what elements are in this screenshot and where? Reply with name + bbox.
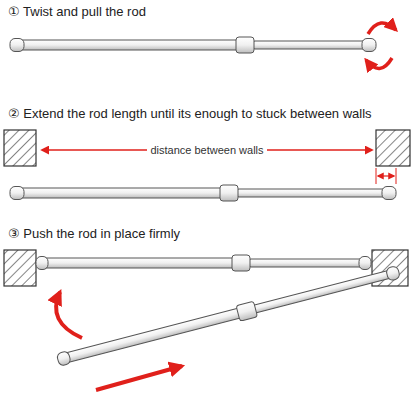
step-instruction: ③ Push the rod in place firmly xyxy=(8,226,180,241)
tension-rod xyxy=(36,255,371,271)
wall xyxy=(4,250,36,286)
tension-rod xyxy=(10,185,396,201)
tension-rod xyxy=(56,264,401,368)
step-instruction: ① Twist and pull the rod xyxy=(8,4,146,19)
wall xyxy=(376,130,410,166)
overlap-dimension xyxy=(376,168,396,184)
wall xyxy=(4,130,36,166)
tension-rod xyxy=(10,37,376,53)
dimension-label: distance between walls xyxy=(147,144,266,156)
step-instruction: ② Extend the rod length until its enough… xyxy=(8,106,372,121)
push-arrows xyxy=(56,292,182,390)
twist-arrows xyxy=(366,23,396,69)
